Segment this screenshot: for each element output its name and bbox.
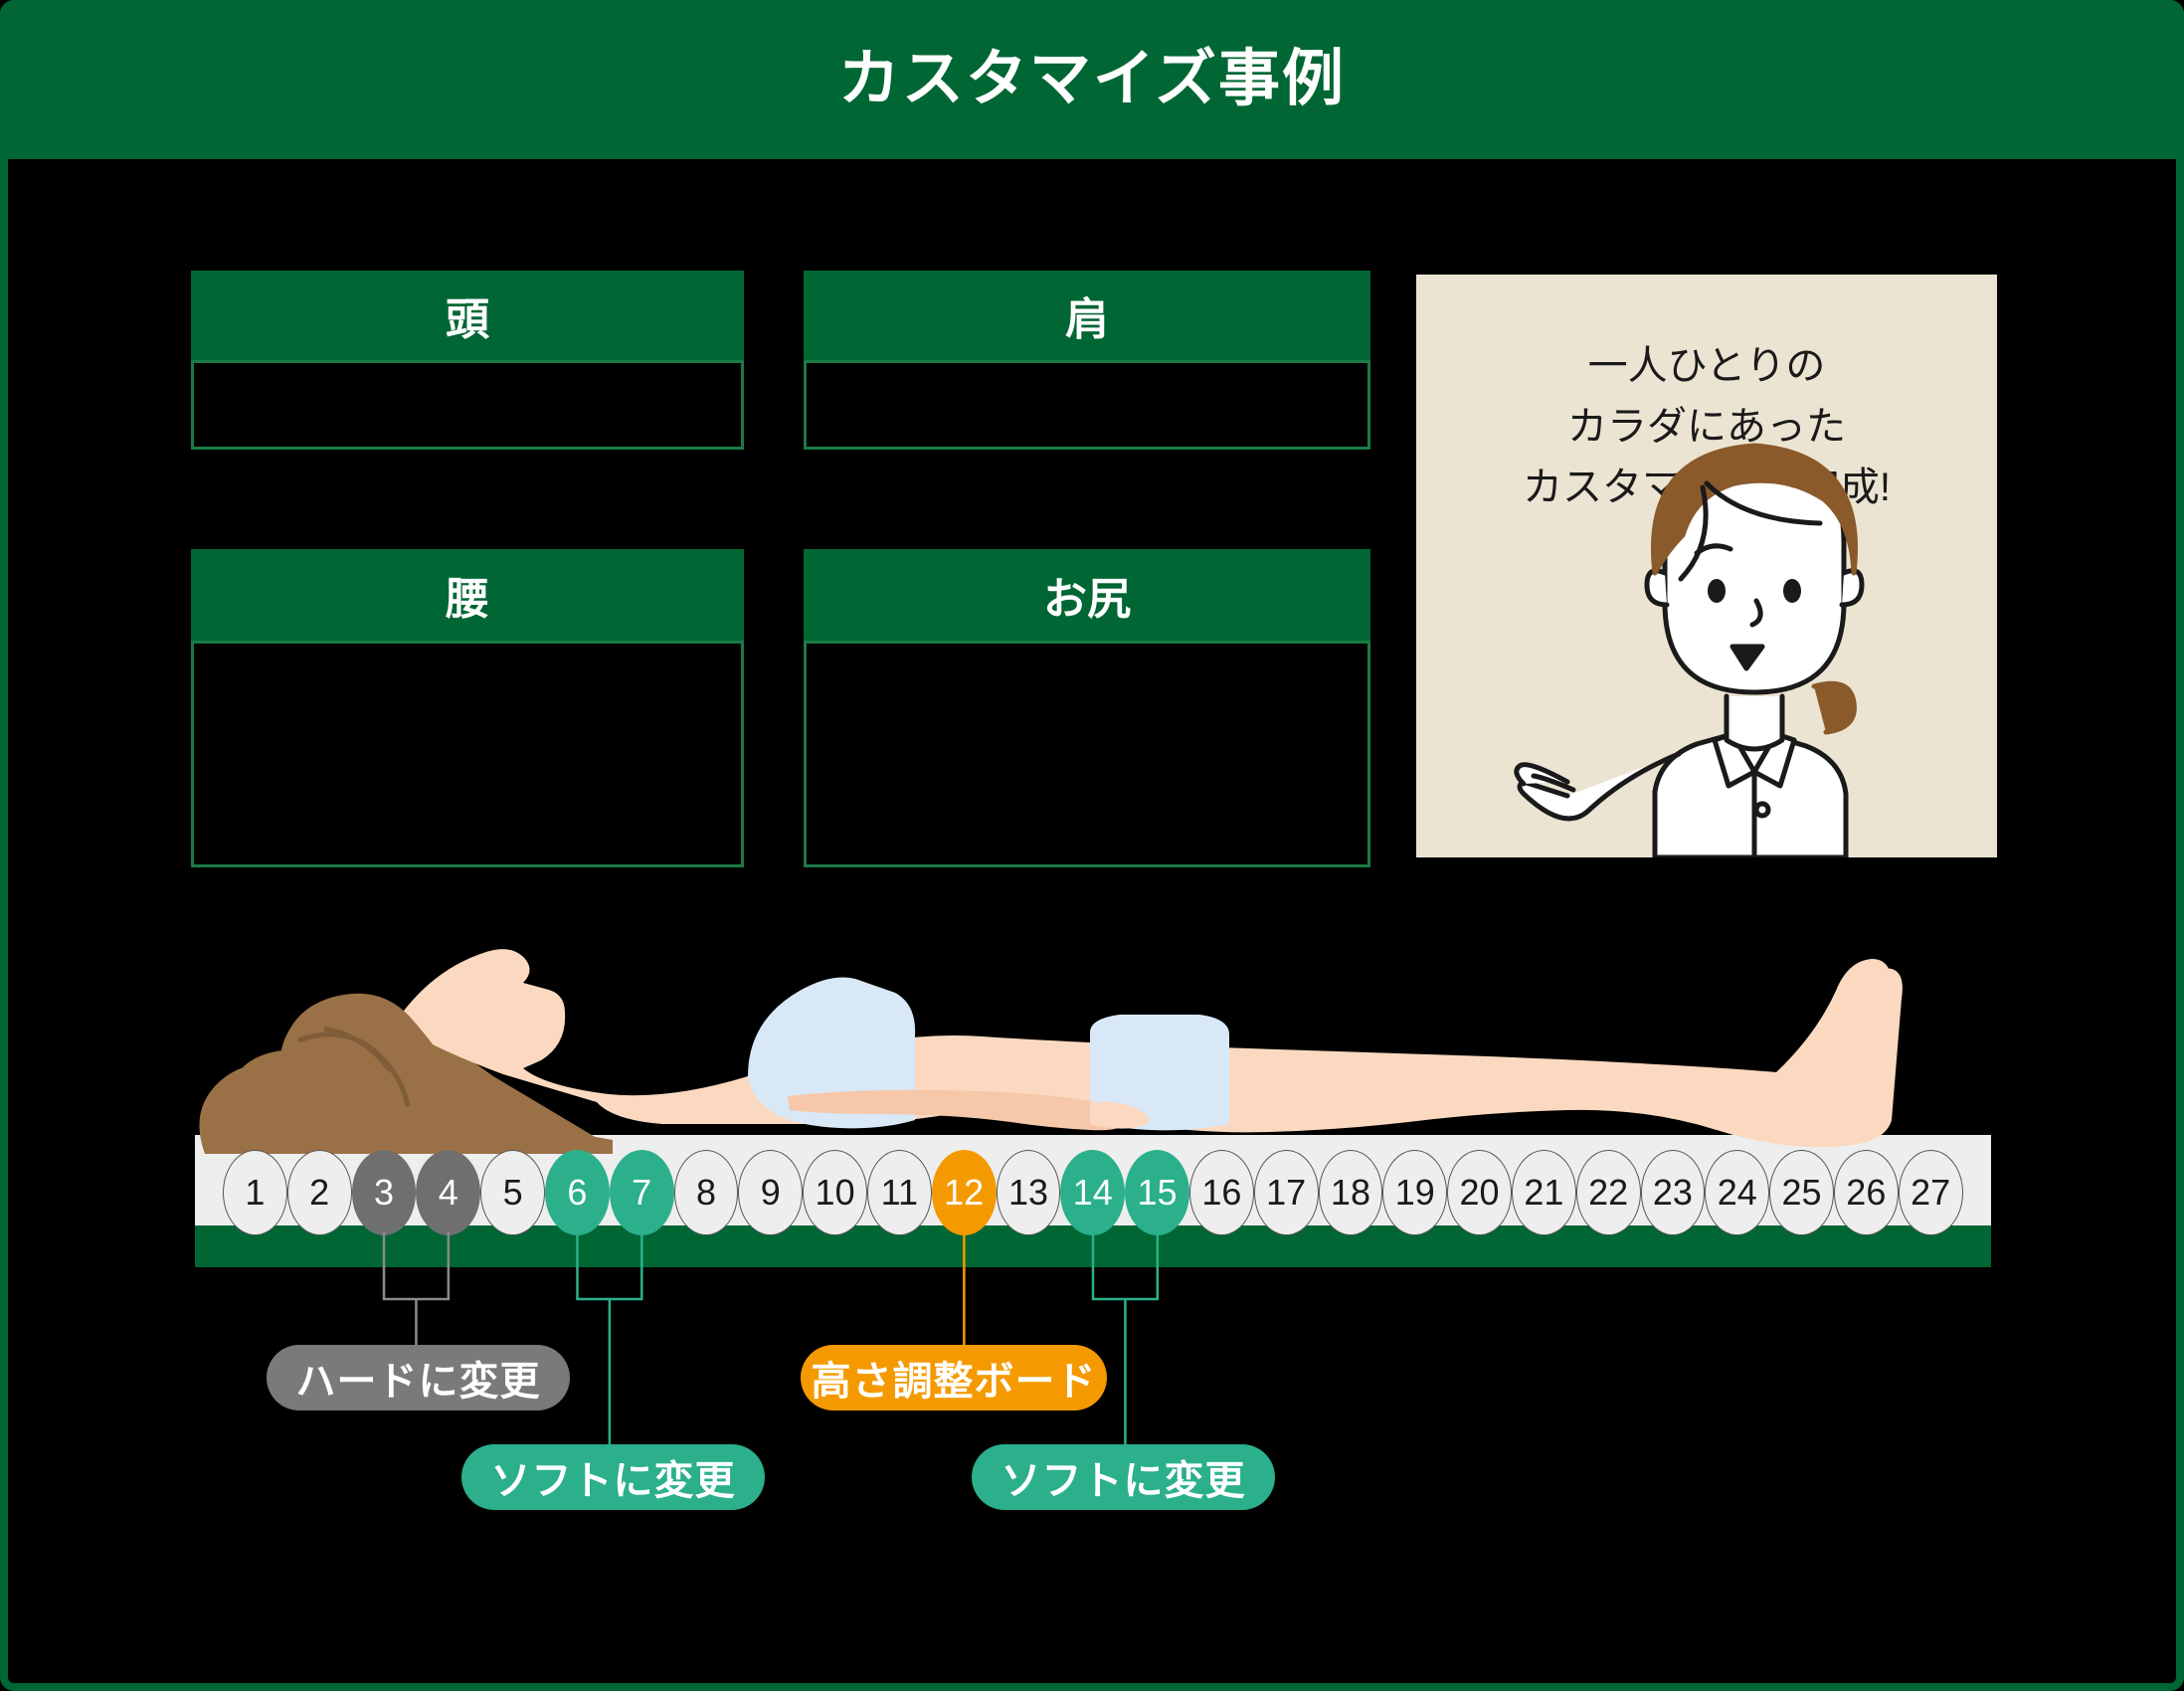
part-box-content	[191, 360, 744, 450]
part-box-title: お尻	[804, 549, 1370, 641]
mattress-cell-25[interactable]: 25	[1769, 1150, 1834, 1235]
illustration-caption-line-2: カラダにあった	[1567, 404, 1846, 449]
annotation-pill-1[interactable]: ソフトに変更	[461, 1444, 765, 1510]
annotation-pill-2[interactable]: 高さ調整ボード	[801, 1345, 1107, 1410]
part-box-0: 頭	[191, 271, 744, 450]
mattress-cell-13[interactable]: 13	[996, 1150, 1061, 1235]
annotation-pill-0[interactable]: ハードに変更	[267, 1345, 570, 1410]
part-box-content	[804, 360, 1370, 450]
mattress-cell-17[interactable]: 17	[1253, 1150, 1319, 1235]
mattress-cell-10[interactable]: 10	[803, 1150, 867, 1235]
mattress-cell-7[interactable]: 7	[609, 1150, 674, 1235]
mattress-cell-5[interactable]: 5	[480, 1150, 545, 1235]
mattress-cell-14[interactable]: 14	[1060, 1150, 1126, 1235]
part-box-content	[191, 641, 744, 867]
mattress-cell-26[interactable]: 26	[1833, 1150, 1899, 1235]
mattress-cell-12[interactable]: 12	[931, 1150, 997, 1235]
mattress-cell-18[interactable]: 18	[1318, 1150, 1383, 1235]
female-staff-icon	[1514, 443, 1865, 857]
mattress-cell-4[interactable]: 4	[416, 1150, 481, 1235]
mattress-cell-22[interactable]: 22	[1575, 1150, 1641, 1235]
lying-person-illustration	[199, 949, 1903, 1154]
mattress-cell-20[interactable]: 20	[1447, 1150, 1512, 1235]
part-box-1: 肩	[804, 271, 1370, 450]
mattress-cell-8[interactable]: 8	[673, 1150, 739, 1235]
mattress-cell-1[interactable]: 1	[223, 1150, 287, 1235]
part-box-title: 腰	[191, 549, 744, 641]
mattress-cell-6[interactable]: 6	[544, 1150, 610, 1235]
page-header: カスタマイズ事例	[0, 0, 2184, 159]
annotation-pill-3[interactable]: ソフトに変更	[972, 1444, 1275, 1510]
mattress-cell-11[interactable]: 11	[866, 1150, 932, 1235]
mattress-cell-3[interactable]: 3	[351, 1150, 417, 1235]
mattress-cell-15[interactable]: 15	[1125, 1150, 1189, 1235]
mattress-cell-9[interactable]: 9	[738, 1150, 804, 1235]
part-box-title: 頭	[191, 271, 744, 360]
mattress-cell-24[interactable]: 24	[1705, 1150, 1770, 1235]
mattress-cell-23[interactable]: 23	[1640, 1150, 1706, 1235]
mattress-cell-21[interactable]: 21	[1511, 1150, 1576, 1235]
mattress-cell-2[interactable]: 2	[286, 1150, 352, 1235]
page-title: カスタマイズ事例	[837, 45, 1347, 113]
part-box-2: 腰	[191, 549, 744, 867]
part-box-content	[804, 641, 1370, 867]
mattress-cell-27[interactable]: 27	[1898, 1150, 1963, 1235]
part-box-title: 肩	[804, 271, 1370, 360]
mattress-cell-19[interactable]: 19	[1382, 1150, 1448, 1235]
illustration-panel: 一人ひとりの カラダにあった カスタマイズの完成!	[1416, 275, 1997, 857]
mattress-cell-16[interactable]: 16	[1188, 1150, 1254, 1235]
part-box-3: お尻	[804, 549, 1370, 867]
illustration-caption-line-1: 一人ひとりの	[1587, 344, 1826, 388]
